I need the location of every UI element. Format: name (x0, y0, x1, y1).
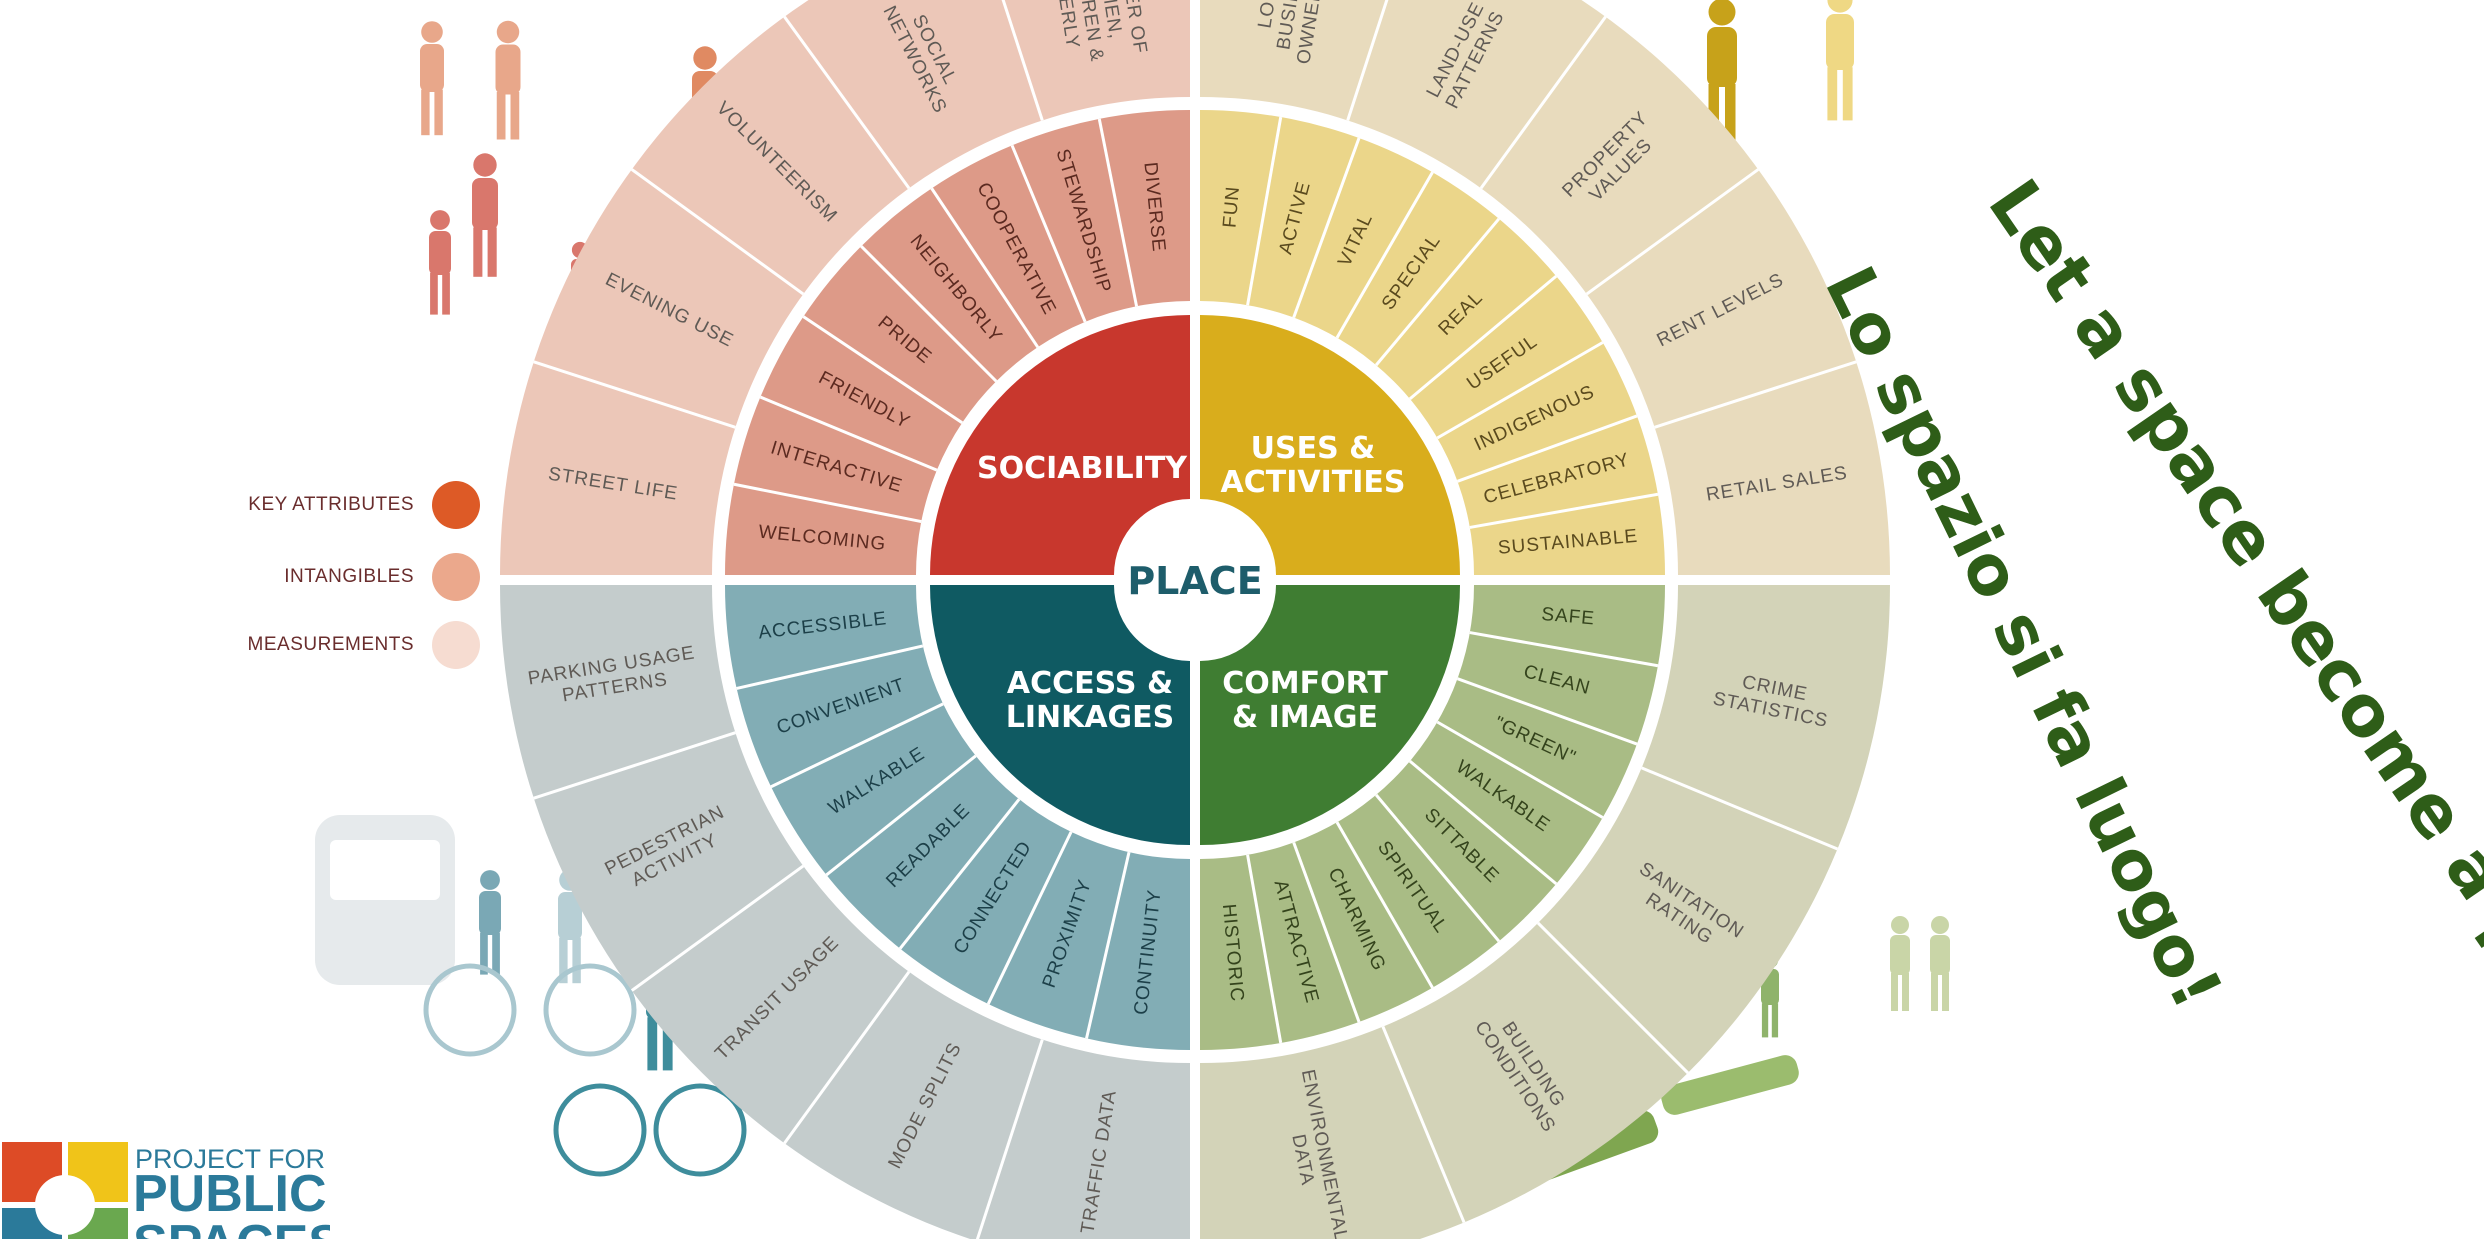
category-label-sociability: SOCIABILITY (977, 451, 1188, 486)
key-attribute-comfort (1200, 585, 1460, 845)
quadrant-sociability: WELCOMINGINTERACTIVEFRIENDLYPRIDENEIGHBO… (500, 0, 1190, 575)
logo-line1: PROJECT FOR (135, 1144, 326, 1174)
cyclist-icon (479, 870, 501, 975)
legend-label: INTANGIBLES (284, 566, 414, 587)
people-icon (495, 20, 521, 140)
dancers-icon (1826, 0, 1854, 121)
measurements-ring-sociability (500, 0, 1190, 575)
bicycle-wheel-icon (543, 963, 637, 1057)
intangibles-ring-comfort (1200, 585, 1665, 1050)
measurements-ring-uses (1200, 0, 1890, 575)
people-icon (1890, 916, 1910, 1011)
intangible-label: SAFE (1541, 604, 1596, 630)
people-icon (472, 153, 498, 277)
bicycle-wheel-icon (423, 963, 517, 1057)
dancers-icon (1707, 0, 1737, 141)
legend-swatch (432, 621, 480, 669)
legend-intangibles: INTANGIBLES (230, 552, 480, 602)
center-label: PLACE (1127, 559, 1262, 603)
people-icon (429, 210, 451, 315)
pps-logo: PROJECT FOR PUBLIC SPACES (0, 1138, 330, 1239)
key-attribute-access (930, 585, 1190, 845)
people-icon (1930, 916, 1950, 1011)
people-icon (420, 21, 444, 136)
bus-icon (315, 815, 455, 985)
pps-logo-mark (2, 1142, 128, 1239)
intangible-label: FUN (1219, 185, 1244, 229)
bicycle-wheel-icon (653, 1083, 747, 1177)
wheel: WELCOMINGINTERACTIVEFRIENDLYPRIDENEIGHBO… (500, 0, 1890, 1239)
legend-swatch (432, 553, 480, 601)
legend-swatch (432, 481, 480, 529)
intangibles-ring-uses (1200, 110, 1665, 575)
intangibles-ring-access (725, 585, 1190, 1050)
logo-line2: PUBLIC (133, 1165, 327, 1223)
logo-line3: SPACES (133, 1218, 330, 1239)
legend-measurements: MEASUREMENTS (230, 620, 480, 670)
legend-label: KEY ATTRIBUTES (248, 494, 414, 515)
category-label-access: ACCESS &LINKAGES (1006, 666, 1175, 735)
key-attribute-uses (1200, 315, 1460, 575)
legend-key-attributes: KEY ATTRIBUTES (230, 480, 480, 530)
measurements-ring-access (500, 585, 1190, 1239)
quadrant-comfort: SAFECLEAN"GREEN"WALKABLESITTABLESPIRITUA… (1200, 585, 1890, 1239)
legend-label: MEASUREMENTS (247, 634, 414, 655)
category-label-comfort: COMFORT& IMAGE (1222, 666, 1388, 735)
measurements-ring-comfort (1200, 585, 1890, 1239)
key-attribute-sociability (930, 315, 1190, 575)
category-label-uses: USES &ACTIVITIES (1221, 431, 1406, 500)
bicycle-wheel-icon (553, 1083, 647, 1177)
quadrant-access: CONTINUITYPROXIMITYCONNECTEDREADABLEWALK… (500, 585, 1190, 1239)
